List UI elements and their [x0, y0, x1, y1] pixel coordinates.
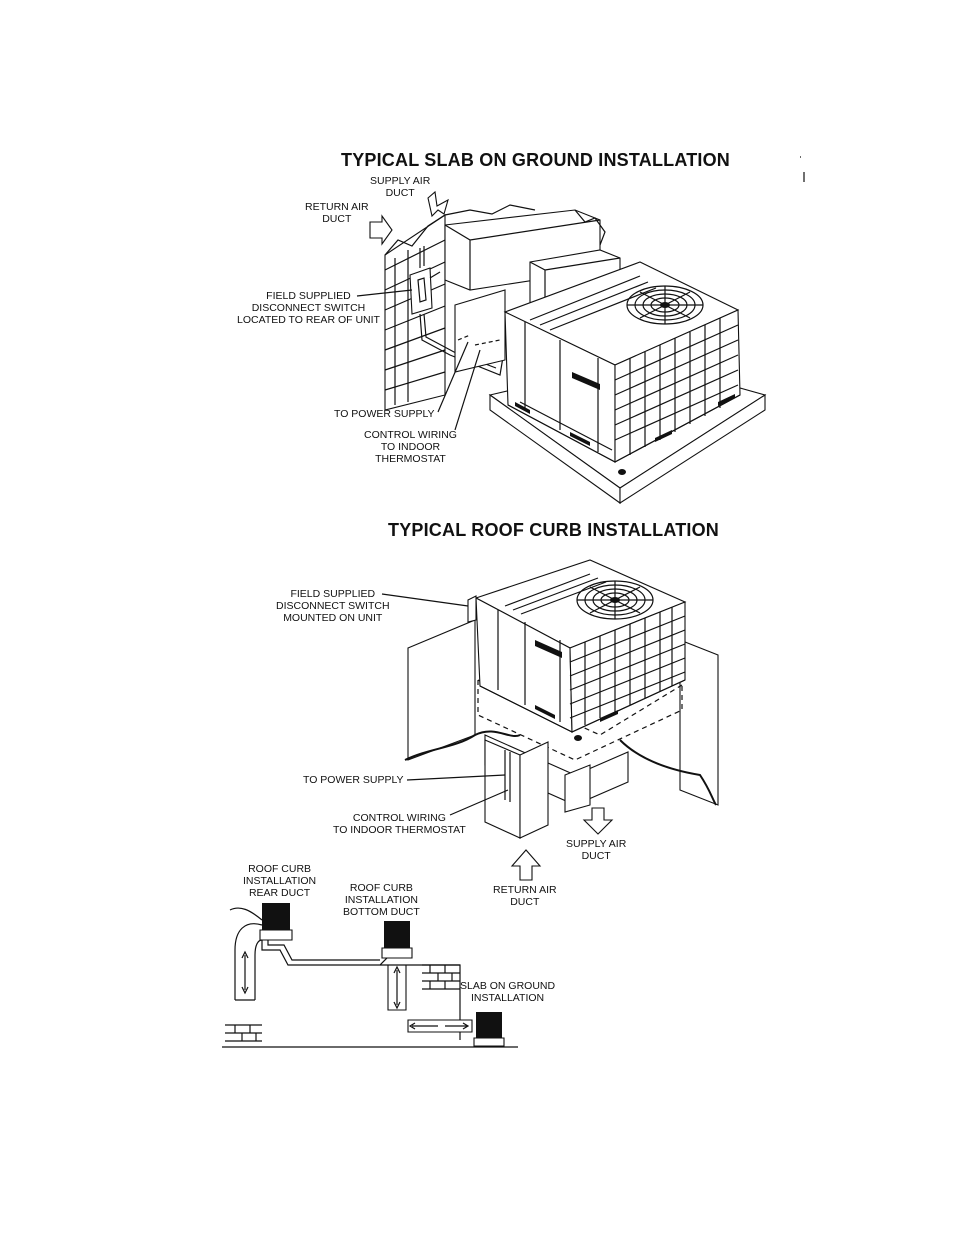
unit-2: [467, 559, 687, 741]
power-supply-label-1: TO POWER SUPPLY: [334, 408, 435, 420]
plenum: [454, 289, 506, 373]
roof-curb-drawing: [381, 559, 719, 881]
supply-arrow-1: [427, 190, 449, 218]
vertical-duct: [484, 739, 521, 839]
slab-installation-title: TYPICAL SLAB ON GROUND INSTALLATION: [341, 150, 730, 170]
return-arrow-2: [510, 849, 542, 881]
supply-arrow-2: [582, 807, 614, 835]
schematic-drawing: [222, 903, 518, 1048]
return-arrow-1: [369, 214, 393, 246]
unit-1: [503, 261, 741, 475]
roof-curb-installation-title: TYPICAL ROOF CURB INSTALLATION: [388, 520, 719, 540]
power-supply-label-2: TO POWER SUPPLY: [303, 774, 404, 786]
slab-installation-drawing: [356, 190, 767, 505]
